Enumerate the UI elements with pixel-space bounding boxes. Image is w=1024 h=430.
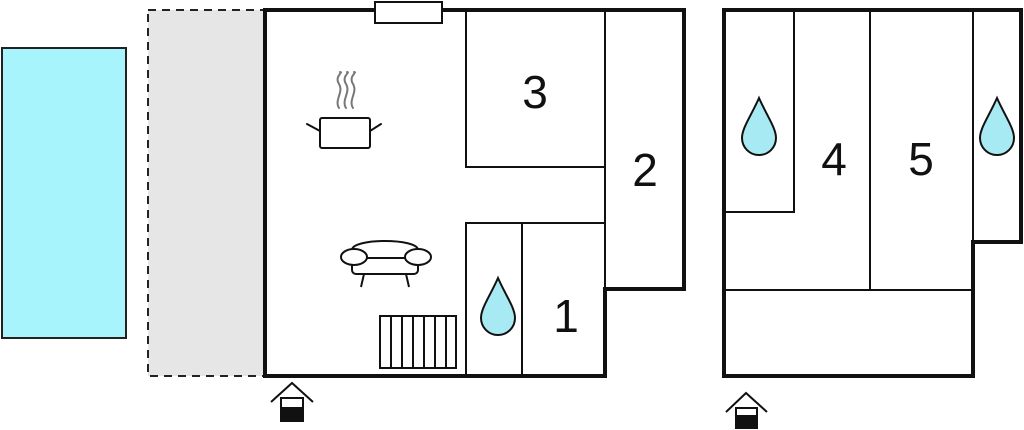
upper-floor-interior-walls [726,12,974,291]
pool [1,47,127,339]
sofa-icon [340,240,432,288]
room-number: 2 [632,144,658,196]
ground-floor-interior-walls [465,12,606,376]
water-drop-icon [479,275,517,336]
terrace [147,9,265,377]
room-number: 1 [553,290,579,342]
upper-floor-outline [722,8,1023,378]
room-number: 3 [522,66,548,118]
room-number: 5 [908,133,934,185]
room-number: 4 [821,133,847,185]
cooking-pot-icon [306,71,382,149]
entrance-icon [725,391,768,429]
entrance-icon [270,381,314,422]
water-drop-icon [740,95,778,156]
stairs-icon [379,315,457,369]
ground-floor-outline [263,8,686,378]
water-drop-icon [978,95,1016,156]
window [374,1,443,24]
